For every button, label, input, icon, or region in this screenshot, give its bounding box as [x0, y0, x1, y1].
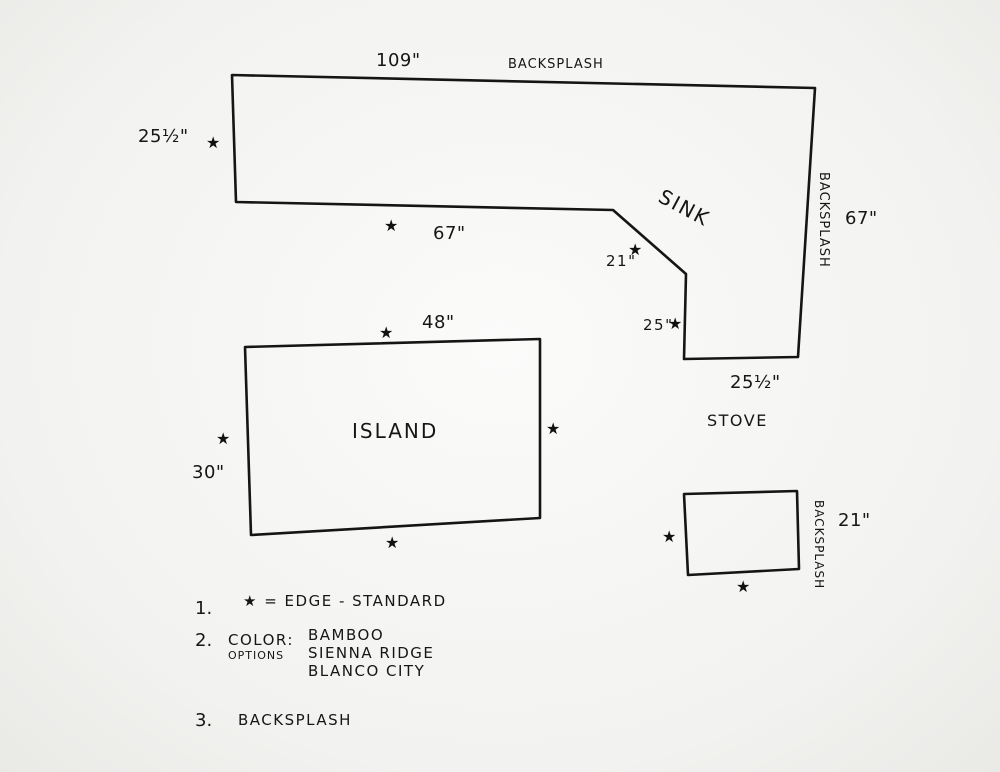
edge-star-island-left: ★: [216, 429, 231, 448]
inner-depth-label: 25": [643, 316, 674, 334]
right-length-label: 67": [845, 208, 878, 229]
top-length-label: 109": [376, 50, 421, 71]
legend-number: 3.: [195, 710, 213, 731]
edge-star-island-bottom: ★: [385, 533, 400, 552]
legend-text: BACKSPLASH: [238, 711, 352, 729]
legend-option-item: BLANCO CITY: [308, 662, 426, 680]
inner-length-label: 67": [433, 223, 466, 244]
l-counter-outline: [230, 73, 817, 361]
island-outline: [243, 337, 542, 537]
legend-number: 2.: [195, 630, 213, 651]
legend-option-item: SIENNA RIDGE: [308, 644, 435, 662]
island-label: ISLAND: [352, 419, 439, 443]
edge-star-island-top: ★: [379, 323, 394, 342]
legend-options-sublabel: OPTIONS: [228, 649, 285, 662]
small-counter-outline: [682, 489, 801, 577]
small-length-label: 21": [838, 510, 871, 531]
legend-option-item: BAMBOO: [308, 626, 385, 644]
right-backsplash-label: BACKSPLASH: [816, 172, 831, 268]
edge-star-inner: ★: [384, 216, 399, 235]
legend-text: ★ = EDGE - STANDARD: [243, 592, 447, 610]
island-depth-label: 30": [192, 462, 225, 483]
edge-star-inner-depth: ★: [668, 314, 683, 333]
edge-star-small-left: ★: [662, 527, 677, 546]
small-backsplash-label: BACKSPLASH: [812, 500, 826, 590]
edge-star-angle: ★: [628, 240, 643, 259]
angle-length-label: 21": [606, 252, 637, 270]
stove-label: STOVE: [707, 411, 768, 430]
edge-star-island-right: ★: [546, 419, 561, 438]
island-length-label: 48": [422, 312, 455, 333]
legend-color-label: COLOR:: [228, 631, 294, 649]
top-backsplash-label: BACKSPLASH: [508, 57, 604, 72]
legend-number: 1.: [195, 598, 213, 619]
bottom-depth-label: 25½": [730, 372, 781, 393]
edge-star-left: ★: [206, 133, 221, 152]
left-depth-label: 25½": [138, 126, 189, 147]
edge-star-small-bottom: ★: [736, 577, 751, 596]
